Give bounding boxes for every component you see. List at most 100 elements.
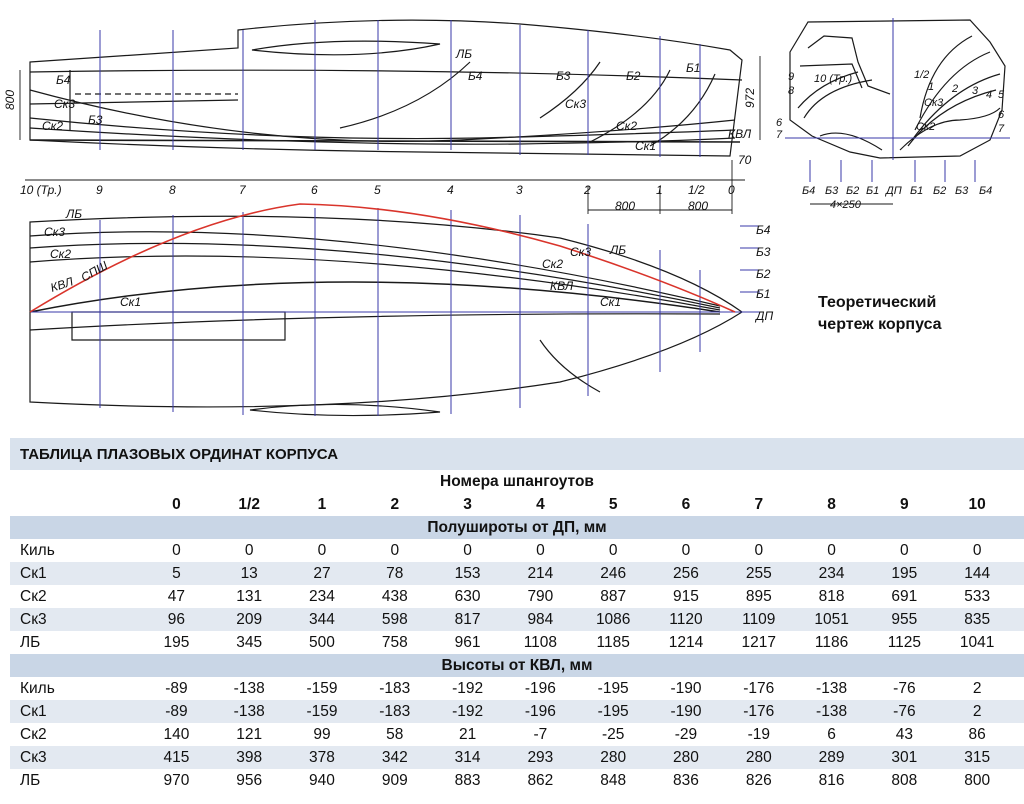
body-label-9: 9 [788, 71, 794, 83]
table-cell: 1041 [959, 633, 995, 651]
table-cell: -7 [533, 725, 548, 743]
label-sk3-plan: Ск3 [44, 225, 65, 239]
table-cell: 2 [972, 679, 982, 697]
table-cell: 955 [891, 610, 918, 628]
table-cell: 2 [972, 702, 982, 720]
table-cell: 1109 [742, 610, 776, 628]
profile-view [29, 19, 743, 157]
table-cell: 246 [600, 564, 627, 582]
offsets-table: ТАБЛИЦА ПЛАЗОВЫХ ОРДИНАТ КОРПУСА Номера … [10, 438, 1024, 804]
table-cell: 96 [167, 610, 186, 628]
profile-station-lines [99, 20, 701, 157]
table-cell: 817 [454, 610, 481, 628]
table-cell: -138 [816, 702, 848, 720]
table-cell: -159 [306, 679, 338, 697]
station-numbers: 10 (Тр.) 9 8 7 6 5 4 3 2 1 1/2 0 [20, 183, 735, 197]
table-cell: 0 [463, 541, 472, 559]
body-grid [785, 18, 1010, 182]
table-row: Ск1-89-138-159-183-192-196-195-190-176-1… [10, 700, 1024, 723]
table-cell: 909 [381, 771, 408, 789]
dim-height-right: 972 [743, 88, 757, 108]
label-sk1-plan: Ск1 [120, 295, 141, 309]
hull-lines-drawing: ЛБ Б4 Б3 Б2 Б1 Б4 Ск3 Б3 Ск2 Ск3 Ск2 КВЛ… [3, 18, 1010, 417]
table-cell: 0 [681, 541, 691, 559]
table-cell: 826 [745, 771, 772, 789]
table-cell: 0 [754, 541, 764, 559]
table-cell: 140 [163, 725, 190, 743]
label-b2-plan: Б2 [756, 267, 771, 281]
table-cell: 415 [163, 748, 190, 766]
frame-number: 6 [681, 495, 691, 513]
table-cell: 43 [895, 725, 913, 743]
body-baseline-label: Б4 [979, 185, 992, 197]
table-cell: 209 [236, 610, 263, 628]
table-cell: -159 [306, 702, 338, 720]
label-kvl-plan: КВЛ [49, 274, 76, 295]
body-baseline-label: Б4 [802, 185, 815, 197]
table-cell: -192 [452, 679, 484, 697]
table-cell: -192 [452, 702, 484, 720]
station-label: 4 [447, 183, 454, 197]
dim-spacing-b: 800 [688, 199, 708, 213]
caption-line-2: чертеж корпуса [818, 316, 942, 333]
table-cell: 121 [236, 725, 263, 743]
body-label-5: 5 [998, 89, 1005, 101]
table-cell: 195 [891, 564, 918, 582]
table-cell: -195 [597, 702, 629, 720]
table-cell: 344 [309, 610, 335, 628]
frame-number: 5 [608, 495, 618, 513]
table-cell: -19 [747, 725, 770, 743]
body-baseline-label: Б1 [910, 185, 923, 197]
table-cell: 895 [745, 587, 772, 605]
table-cell: 289 [818, 748, 845, 766]
frames-header-text: Номера шпангоутов [440, 472, 594, 490]
table-cell: 5 [172, 564, 181, 582]
table-cell: -138 [233, 679, 265, 697]
table-cell: 808 [891, 771, 918, 789]
station-label: 3 [516, 183, 523, 197]
table-cell: 99 [313, 725, 331, 743]
table-cell: -176 [743, 679, 775, 697]
label-sk3-profile: Ск3 [565, 97, 586, 111]
plan-view [29, 215, 744, 417]
table-row: Киль-89-138-159-183-192-196-195-190-176-… [10, 677, 1024, 700]
table-cell: 144 [964, 564, 991, 582]
frame-number: 2 [390, 495, 400, 513]
label-b3-left: Б3 [88, 113, 103, 127]
station-label: 9 [96, 183, 103, 197]
body-label-6r: 6 [998, 109, 1005, 121]
body-baseline-label: Б3 [955, 185, 969, 197]
frame-number: 8 [827, 495, 836, 513]
table-cell: 1120 [669, 610, 703, 628]
label-lb: ЛБ [455, 47, 472, 61]
row-label: Ск2 [20, 725, 47, 743]
frame-number: 7 [754, 495, 764, 513]
label-b1-profile: Б1 [686, 61, 700, 75]
table-cell: 533 [964, 587, 991, 605]
table-cell: 915 [673, 587, 699, 605]
body-baseline-label: ДП [884, 185, 902, 197]
station-label: 6 [311, 183, 318, 197]
heights-rows: Киль-89-138-159-183-192-196-195-190-176-… [10, 677, 1024, 792]
table-cell: 21 [458, 725, 477, 743]
table-cell: 293 [527, 748, 554, 766]
table-cell: 398 [236, 748, 263, 766]
table-cell: -89 [165, 702, 188, 720]
body-label-7r: 7 [998, 123, 1005, 135]
table-cell: 984 [527, 610, 554, 628]
table-cell: 0 [827, 541, 836, 559]
table-cell: 500 [309, 633, 335, 651]
label-b3-plan: Б3 [756, 245, 771, 259]
sheer-curve [29, 203, 736, 313]
table-cell: -176 [743, 702, 775, 720]
body-label-10: 10 (Тр.) [814, 73, 852, 85]
caption-line-1: Теоретический [818, 294, 937, 311]
row-label: Ск3 [20, 748, 47, 766]
table-cell: -29 [674, 725, 698, 743]
table-cell: -183 [379, 679, 411, 697]
label-sk2-plan-right: Ск2 [542, 257, 563, 271]
label-b2-profile: Б2 [626, 69, 641, 83]
